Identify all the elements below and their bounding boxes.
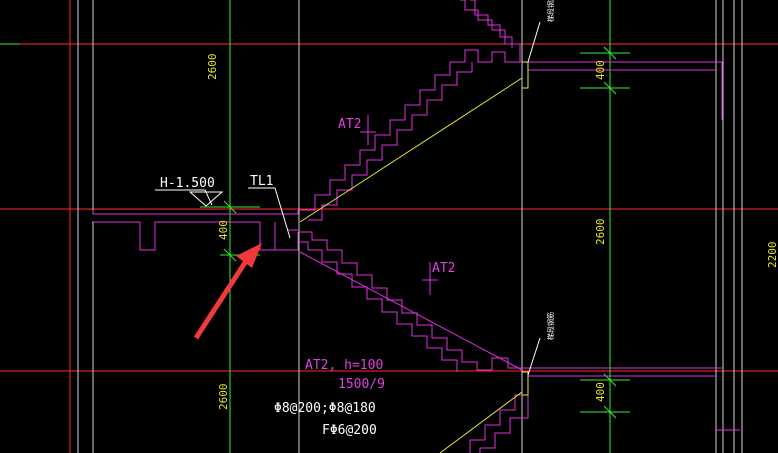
spec-line-2: 1500/9: [338, 377, 385, 392]
rebar-note-top: 梯段钢筋: [546, 0, 555, 22]
stair-upper-steps: [299, 0, 522, 221]
rebar-note-bottom: 梯段钢筋: [546, 312, 555, 340]
dim-2200-far-right: 2200: [766, 242, 778, 269]
stair-lower-slab-line: [439, 371, 529, 453]
beam-label: TL1: [250, 174, 273, 189]
leader-lines: [155, 21, 541, 376]
spec-line-1: AT2, h=100: [305, 358, 383, 373]
dim-2600-top-left: 2600: [206, 54, 219, 81]
stair-label-lower: AT2: [432, 261, 455, 276]
red-annotation-arrow: [193, 243, 262, 340]
stair-label-upper: AT2: [338, 117, 361, 132]
stair-lower-steps: [299, 231, 529, 453]
dim-2600-bottom-left: 2600: [217, 384, 230, 411]
stair-label-ticks: [360, 115, 438, 295]
dimension-lines: [0, 0, 630, 453]
landing-slab: [92, 61, 740, 431]
dim-2600-right: 2600: [594, 219, 607, 246]
dim-400-right-top: 400: [594, 60, 607, 80]
spec-line-4: FΦ6@200: [322, 423, 377, 438]
spec-line-3: Φ8@200;Φ8@180: [274, 401, 376, 416]
elevation-label: H-1.500: [160, 176, 215, 191]
text-labels: H-1.500 TL1 AT2 AT2 AT2, h=100 1500/9 Φ8…: [160, 0, 778, 438]
stair-upper-slab-line: [299, 61, 529, 223]
leader-arrow-heads: [188, 191, 224, 207]
dim-400-left: 400: [217, 220, 230, 240]
dim-400-right-bottom: 400: [594, 382, 607, 402]
walls: [77, 0, 743, 453]
